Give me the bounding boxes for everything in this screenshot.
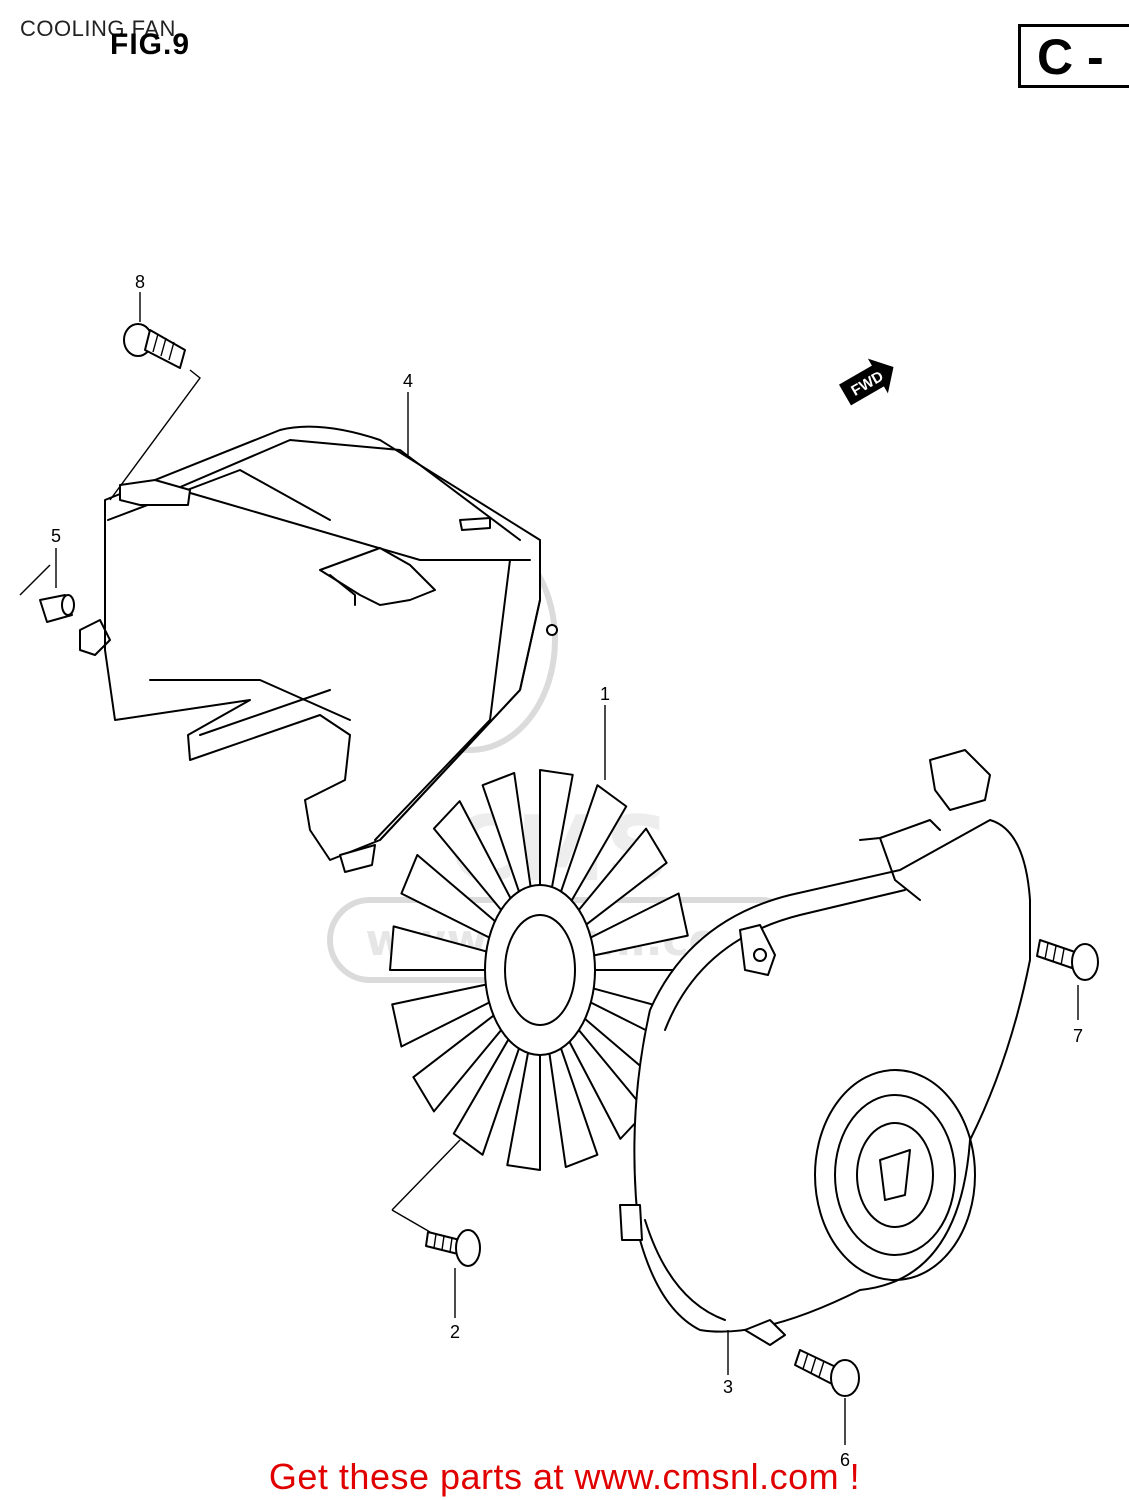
bolt-7-icon — [1036, 939, 1099, 981]
section-badge: C - — [1018, 24, 1129, 88]
callout-2: 2 — [450, 1322, 460, 1342]
diagram-caption: COOLING FAN — [20, 16, 176, 41]
callout-1: 1 — [600, 684, 610, 704]
callout-3: 3 — [723, 1377, 733, 1397]
callout-5: 5 — [51, 526, 61, 546]
get-parts-link[interactable]: Get these parts at www.cmsnl.com ! — [268, 1456, 861, 1497]
section-badge-label: C - — [1037, 29, 1104, 85]
bolt-8-icon — [123, 323, 186, 369]
shroud-drawing — [79, 425, 558, 873]
callout-4: 4 — [403, 371, 413, 391]
callout-numbers: 8 4 5 1 7 2 3 6 — [51, 272, 1083, 1470]
leader-lines — [19, 292, 1079, 1445]
forward-arrow-icon: FWD — [839, 358, 894, 406]
callout-6: 6 — [840, 1450, 850, 1470]
bolt-6-icon — [794, 1349, 860, 1397]
callout-7: 7 — [1073, 1026, 1083, 1046]
fan-cover-drawing — [619, 749, 1031, 1346]
bolt-2-icon — [425, 1229, 481, 1267]
collar-5-icon — [39, 594, 75, 623]
figure-number: FIG.9 — [110, 28, 191, 61]
callout-8: 8 — [135, 272, 145, 292]
